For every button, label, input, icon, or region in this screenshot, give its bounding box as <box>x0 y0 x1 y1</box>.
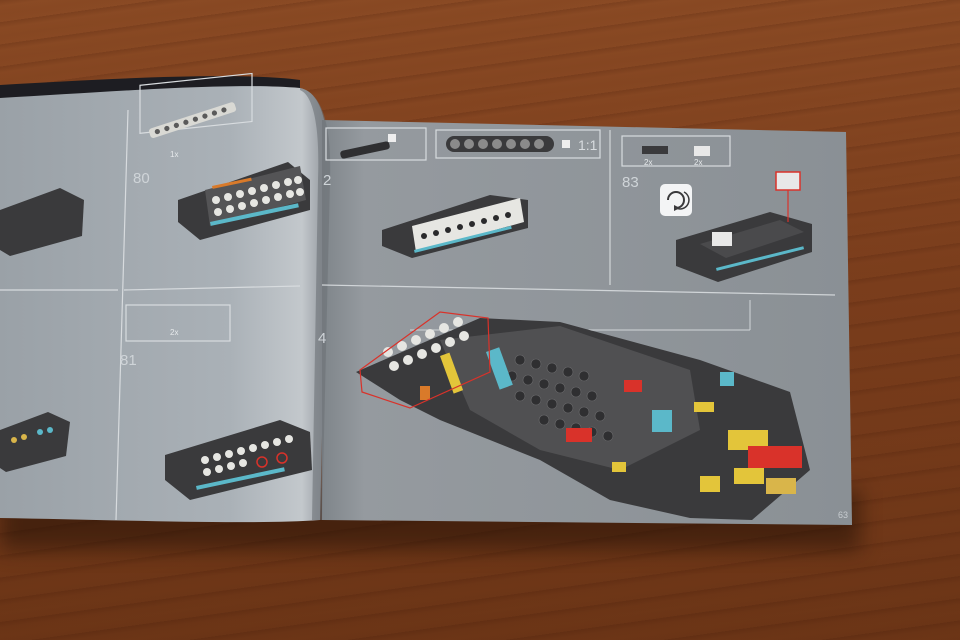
scale-callout <box>435 129 601 159</box>
gutter <box>300 88 331 520</box>
count-label-plate-b: 2x <box>694 158 703 167</box>
step-number-80: 80 <box>133 170 150 187</box>
step-number-81: 81 <box>120 352 137 369</box>
assembly-step-80 <box>178 162 310 240</box>
scale-label: 1:1 <box>578 137 598 153</box>
step-number-82: 2 <box>323 172 332 189</box>
count-label-small: 2x <box>170 328 179 337</box>
assembly-step-82 <box>382 195 528 258</box>
count-label-plate-a: 2x <box>644 158 653 167</box>
parts-callout-83 <box>621 135 731 167</box>
assembly-partial-left-top <box>0 188 84 256</box>
assembly-partial-left-bottom <box>0 412 70 472</box>
parts-callout-82 <box>325 127 427 161</box>
page-number: 63 <box>838 510 849 520</box>
assembly-step-83 <box>676 171 812 282</box>
step-number-84: 4 <box>318 330 327 347</box>
count-label-beam: 1x <box>170 150 179 159</box>
assembly-step-81 <box>165 420 312 500</box>
assembly-step-84-chassis <box>356 311 810 520</box>
parts-callout-81 <box>125 304 231 342</box>
step-number-83: 83 <box>622 174 639 191</box>
rotate-icon <box>660 184 692 216</box>
parts-callout-80 <box>139 72 253 134</box>
